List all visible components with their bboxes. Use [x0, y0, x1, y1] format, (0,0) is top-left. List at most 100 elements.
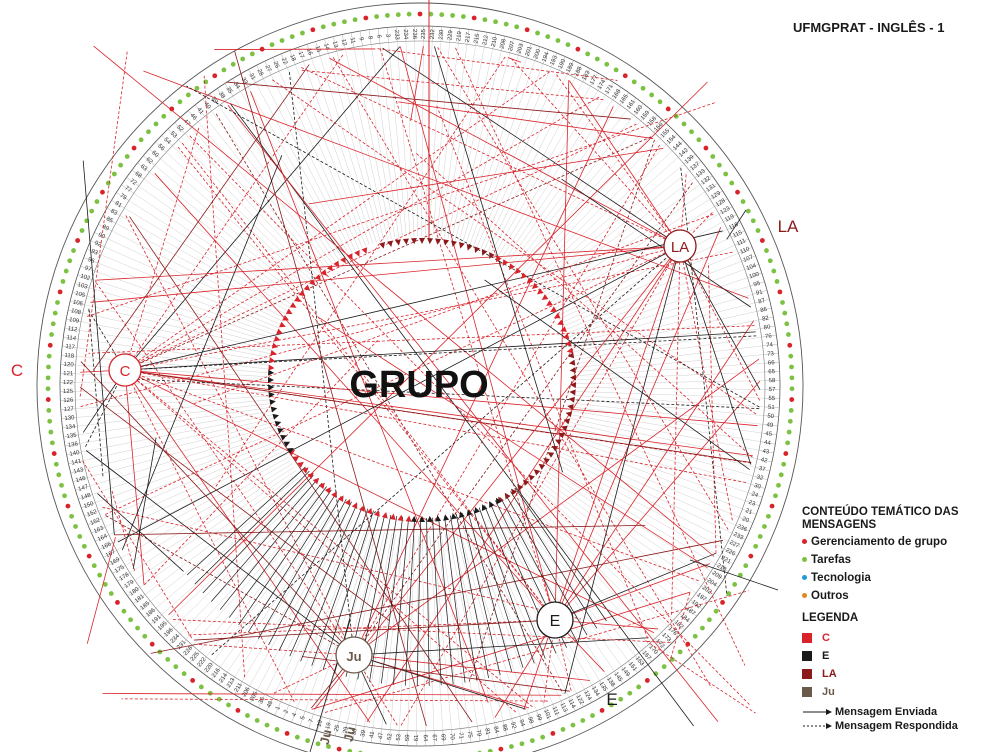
message-line: [154, 173, 556, 621]
arrowhead: [276, 328, 283, 335]
arrowhead: [561, 425, 568, 432]
message-line: [554, 380, 761, 621]
message-line: [186, 85, 760, 408]
node-C: C: [108, 353, 142, 387]
message-line: [568, 80, 681, 247]
message-number: 150: [83, 501, 95, 510]
message-number: 22: [280, 57, 288, 66]
message-number: 25: [334, 724, 342, 733]
message-number: 26: [272, 61, 280, 70]
arrowhead: [567, 352, 575, 359]
message-line: [213, 56, 506, 490]
message-number: 15: [314, 45, 322, 54]
message-number: 187: [684, 606, 696, 617]
message-number: 188: [574, 65, 584, 77]
arrowhead: [517, 484, 524, 491]
arrowhead: [508, 263, 515, 270]
arrowhead: [569, 367, 576, 374]
theme-dot: [570, 722, 576, 728]
arrowhead: [274, 421, 282, 427]
message-number: 142: [678, 147, 690, 159]
message-number: 134: [65, 424, 76, 431]
theme-dot: [305, 738, 311, 744]
arrowhead: [566, 347, 574, 354]
theme-dot: [609, 702, 614, 708]
theme-dot-icon: [802, 539, 807, 545]
arrowhead: [366, 507, 373, 515]
theme-dot: [555, 38, 561, 43]
theme-dot: [594, 56, 600, 62]
theme-dot: [689, 129, 694, 135]
message-line: [380, 516, 404, 684]
arrowhead: [270, 349, 277, 356]
theme-dot: [310, 27, 316, 33]
message-number: 168: [612, 88, 623, 100]
message-number: 131: [705, 183, 717, 194]
arrowhead: [435, 238, 442, 245]
arrowhead: [277, 428, 284, 434]
message-number: 103: [77, 282, 89, 291]
message-number: 79: [118, 193, 127, 202]
arrowhead: [515, 267, 522, 275]
arrowhead: [466, 244, 473, 251]
theme-dot: [161, 113, 167, 119]
arrowhead: [565, 411, 573, 418]
message-line: [248, 492, 337, 633]
theme-dot: [131, 145, 137, 151]
message-number: 67: [431, 734, 437, 742]
theme-dot: [53, 461, 59, 467]
arrowhead: [312, 477, 320, 485]
theme-dot: [374, 14, 380, 19]
theme-dot: [703, 145, 709, 151]
message-number: 37: [758, 466, 767, 474]
message-number: 29: [343, 726, 350, 734]
arrowhead: [344, 498, 351, 506]
arrowhead: [270, 406, 278, 413]
arrowhead: [557, 319, 564, 325]
message-number: 129: [710, 190, 722, 201]
theme-dot: [789, 386, 795, 392]
theme-dot: [69, 513, 74, 519]
theme-outros: Outros: [802, 589, 992, 604]
message-number: 16: [305, 48, 313, 57]
message-line: [314, 245, 681, 710]
arrowhead: [553, 312, 561, 319]
arrowhead: [397, 514, 404, 522]
message-number: 135: [66, 433, 77, 440]
theme-dot: [732, 582, 738, 587]
message-number: 117: [65, 344, 76, 351]
axis-line: [689, 559, 779, 591]
arrowhead: [451, 513, 457, 520]
legend-key-Ju: Ju: [802, 684, 992, 700]
message-line: [645, 640, 756, 714]
theme-dot: [657, 99, 663, 105]
arrowhead: [567, 404, 574, 411]
message-line: [353, 654, 590, 681]
message-line: [467, 511, 513, 672]
message-number: 235: [421, 28, 427, 39]
theme-dot: [181, 671, 187, 677]
message-number: 210: [491, 36, 499, 48]
arrowhead: [361, 247, 368, 254]
message-number: 164: [97, 533, 109, 543]
message-number: 122: [63, 380, 74, 386]
message-number: 177: [589, 74, 599, 86]
message-number: 111: [551, 706, 560, 717]
node-Ju: Ju: [335, 636, 373, 674]
message-line: [124, 136, 652, 371]
theme-dot: [294, 734, 300, 740]
arrowhead: [458, 242, 465, 249]
theme-dot: [385, 13, 390, 18]
message-number: 40: [202, 101, 211, 110]
swatch-icon: [802, 687, 812, 698]
message-line: [199, 644, 355, 656]
message-line: [228, 486, 327, 618]
message-line: [399, 46, 556, 621]
message-line: [679, 245, 761, 401]
legend-title: LEGENDA: [802, 612, 859, 624]
theme-dot: [65, 503, 71, 509]
theme-dot: [336, 746, 342, 752]
message-number: 19: [325, 721, 333, 730]
theme-dot: [640, 85, 646, 91]
message-line: [322, 510, 374, 670]
